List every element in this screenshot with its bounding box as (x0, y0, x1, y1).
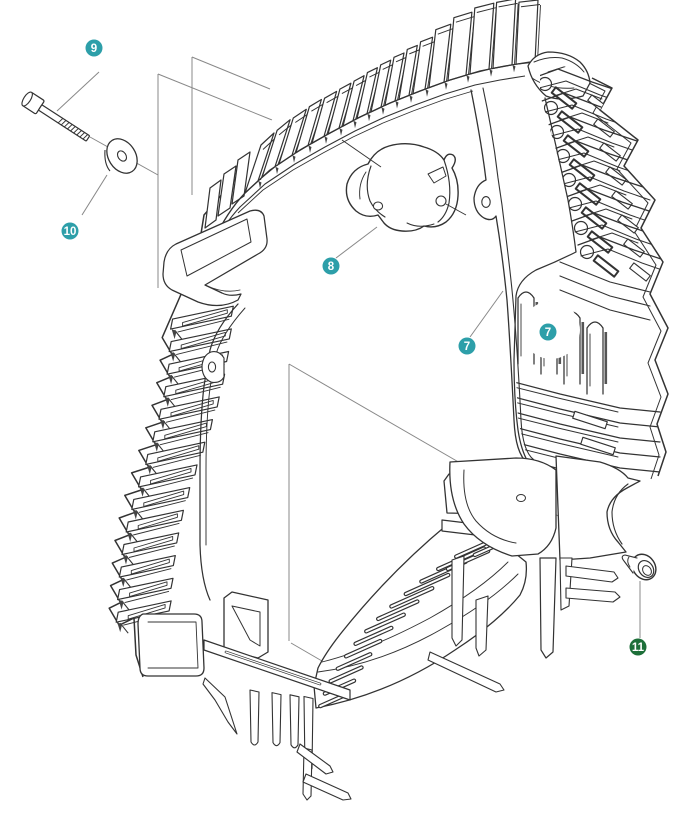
svg-text:7: 7 (464, 341, 470, 353)
svg-text:7: 7 (545, 327, 551, 339)
svg-text:11: 11 (632, 642, 645, 654)
svg-text:9: 9 (91, 43, 97, 55)
svg-text:10: 10 (64, 226, 77, 238)
svg-text:8: 8 (328, 261, 335, 273)
